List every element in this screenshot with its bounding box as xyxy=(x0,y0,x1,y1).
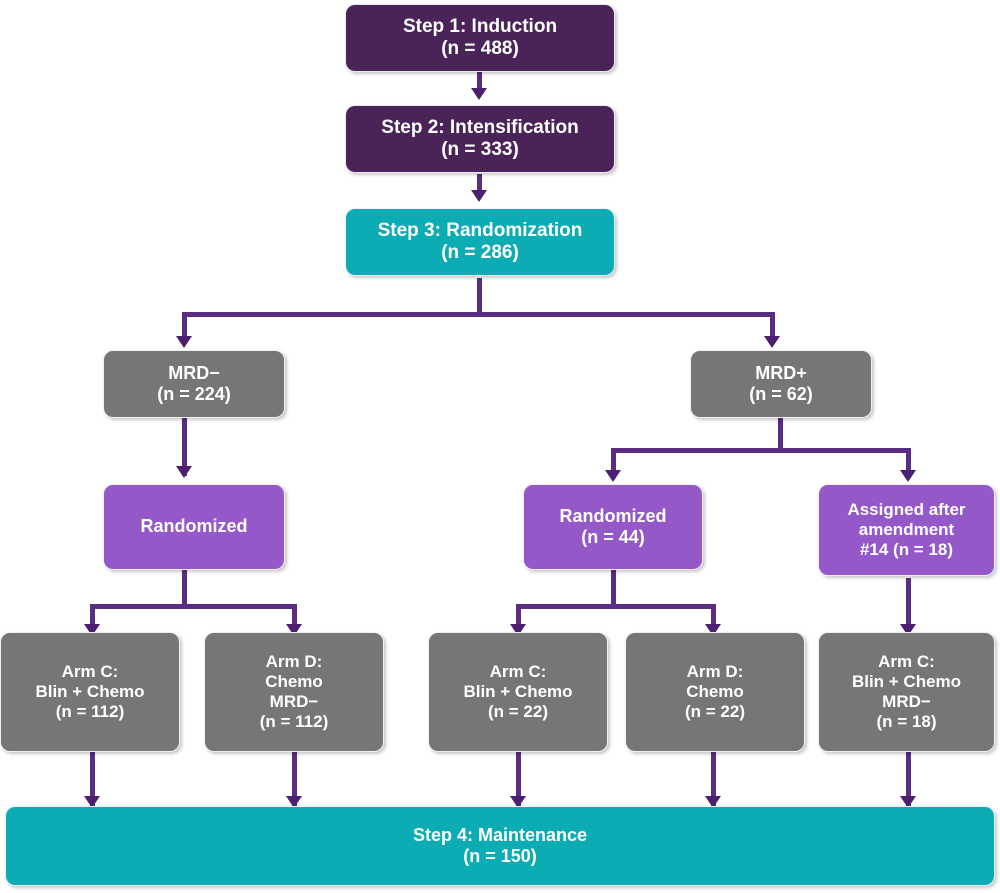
arrowhead-mrd-pos xyxy=(764,336,780,348)
node-randomized-mrdpos[interactable]: Randomized (n = 44) xyxy=(523,484,703,570)
connector-randmid-down xyxy=(611,570,616,608)
arrowhead-assigned xyxy=(900,470,916,482)
node-step2-line1: Step 2: Intensification xyxy=(381,116,579,138)
connector-to-armD-112 xyxy=(292,604,297,632)
connector-armD22-step4 xyxy=(711,752,716,806)
connector-step3-split xyxy=(182,312,775,317)
node-armC22-line3: (n = 22) xyxy=(488,702,548,722)
connector-to-armD-22 xyxy=(711,604,716,632)
node-mrd-pos-line1: MRD+ xyxy=(755,362,807,383)
connector-to-assigned xyxy=(906,448,911,478)
node-armD22-line2: Chemo xyxy=(686,681,744,701)
node-randomized-mid-line2: (n = 44) xyxy=(581,527,645,547)
connector-armC22-step4 xyxy=(516,752,521,806)
node-assigned-line3: #14 (n = 18) xyxy=(859,540,954,560)
node-armC18-line2: Blin + Chemo xyxy=(851,671,962,691)
node-armC112-line3: (n = 112) xyxy=(55,702,125,722)
node-armC112-line2: Blin + Chemo xyxy=(35,681,145,701)
node-step1-line1: Step 1: Induction xyxy=(402,15,558,37)
connector-to-mrd-pos xyxy=(770,312,775,344)
node-armD112-line2: Chemo xyxy=(265,671,323,691)
node-armC18-line3: MRD− xyxy=(882,692,931,711)
node-armC22-line1: Arm C: xyxy=(489,661,547,681)
arrowhead-step3 xyxy=(471,190,487,202)
node-armD112-line3: MRD− xyxy=(269,692,319,711)
node-step4-maintenance[interactable]: Step 4: Maintenance (n = 150) xyxy=(5,806,995,886)
arrowhead-step4-c xyxy=(510,796,526,808)
node-randomized-left-line1: Randomized xyxy=(140,516,248,537)
node-armD22-line3: (n = 22) xyxy=(685,702,745,722)
arrowhead-step4-a xyxy=(84,796,100,808)
node-armD112-line4: (n = 112) xyxy=(259,712,329,732)
node-mrd-pos-line2: (n = 62) xyxy=(749,384,813,404)
connector-armC18-step4 xyxy=(906,752,911,806)
arrowhead-step4-b xyxy=(286,796,302,808)
connector-armC112-step4 xyxy=(90,752,95,806)
connector-mrdpos-split xyxy=(611,448,911,453)
connector-to-armC-22 xyxy=(516,604,521,632)
node-armD112-line1: Arm D: xyxy=(265,651,323,671)
connector-to-randomized-mid xyxy=(611,448,616,478)
connector-armD112-step4 xyxy=(292,752,297,806)
node-mrd-neg-line1: MRD− xyxy=(168,362,220,383)
connector-step2-step3 xyxy=(477,174,482,198)
node-mrd-positive[interactable]: MRD+ (n = 62) xyxy=(690,350,872,418)
connector-mrdpos-down xyxy=(778,418,783,452)
node-mrd-neg-line2: (n = 224) xyxy=(157,384,231,404)
node-arm-c-112[interactable]: Arm C: Blin + Chemo (n = 112) xyxy=(0,632,180,752)
node-step3-line2: (n = 286) xyxy=(441,242,519,263)
node-randomized-mrdneg[interactable]: Randomized xyxy=(103,484,285,570)
node-assigned-line2: amendment xyxy=(858,519,955,539)
node-armC112-line1: Arm C: xyxy=(61,661,119,681)
arrowhead-randomized-mid xyxy=(605,470,621,482)
node-armD22-line1: Arm D: xyxy=(686,661,744,681)
connector-step1-step2 xyxy=(477,72,482,96)
arrowhead-step2 xyxy=(471,88,487,100)
node-step4-line1: Step 4: Maintenance xyxy=(412,824,588,845)
node-step4-line2: (n = 150) xyxy=(463,846,537,866)
node-step3-randomization[interactable]: Step 3: Randomization (n = 286) xyxy=(345,208,615,276)
node-arm-c-22[interactable]: Arm C: Blin + Chemo (n = 22) xyxy=(428,632,608,752)
node-arm-c-18[interactable]: Arm C: Blin + Chemo MRD− (n = 18) xyxy=(818,632,995,752)
node-step1-induction[interactable]: Step 1: Induction (n = 488) xyxy=(345,4,615,72)
node-arm-d-112[interactable]: Arm D: Chemo MRD− (n = 112) xyxy=(204,632,384,752)
connector-randleft-split xyxy=(90,604,297,609)
node-mrd-negative[interactable]: MRD− (n = 224) xyxy=(103,350,285,418)
node-assigned-line1: Assigned after xyxy=(847,499,966,519)
arrowhead-randomized-left xyxy=(176,466,192,478)
node-armC18-line1: Arm C: xyxy=(878,651,935,671)
connector-mrdneg-randomized xyxy=(182,418,187,476)
node-arm-d-22[interactable]: Arm D: Chemo (n = 22) xyxy=(625,632,805,752)
connector-to-armC-112 xyxy=(90,604,95,632)
node-armC18-line4: (n = 18) xyxy=(876,712,937,732)
arrowhead-step4-d xyxy=(705,796,721,808)
node-randomized-mid-line1: Randomized xyxy=(559,505,667,526)
node-armC22-line2: Blin + Chemo xyxy=(463,681,573,701)
node-step2-line2: (n = 333) xyxy=(441,139,519,160)
node-step2-intensification[interactable]: Step 2: Intensification (n = 333) xyxy=(345,105,615,173)
connector-assigned-armC18 xyxy=(906,578,911,632)
node-assigned-after-amendment[interactable]: Assigned after amendment #14 (n = 18) xyxy=(818,484,995,576)
node-step1-line2: (n = 488) xyxy=(441,38,519,59)
connector-to-mrd-neg xyxy=(182,312,187,344)
node-step3-line1: Step 3: Randomization xyxy=(377,219,583,241)
connector-randleft-down xyxy=(182,570,187,608)
connector-randmid-split xyxy=(516,604,716,609)
arrowhead-step4-e xyxy=(900,796,916,808)
connector-step3-down xyxy=(477,278,482,314)
arrowhead-mrd-neg xyxy=(176,336,192,348)
